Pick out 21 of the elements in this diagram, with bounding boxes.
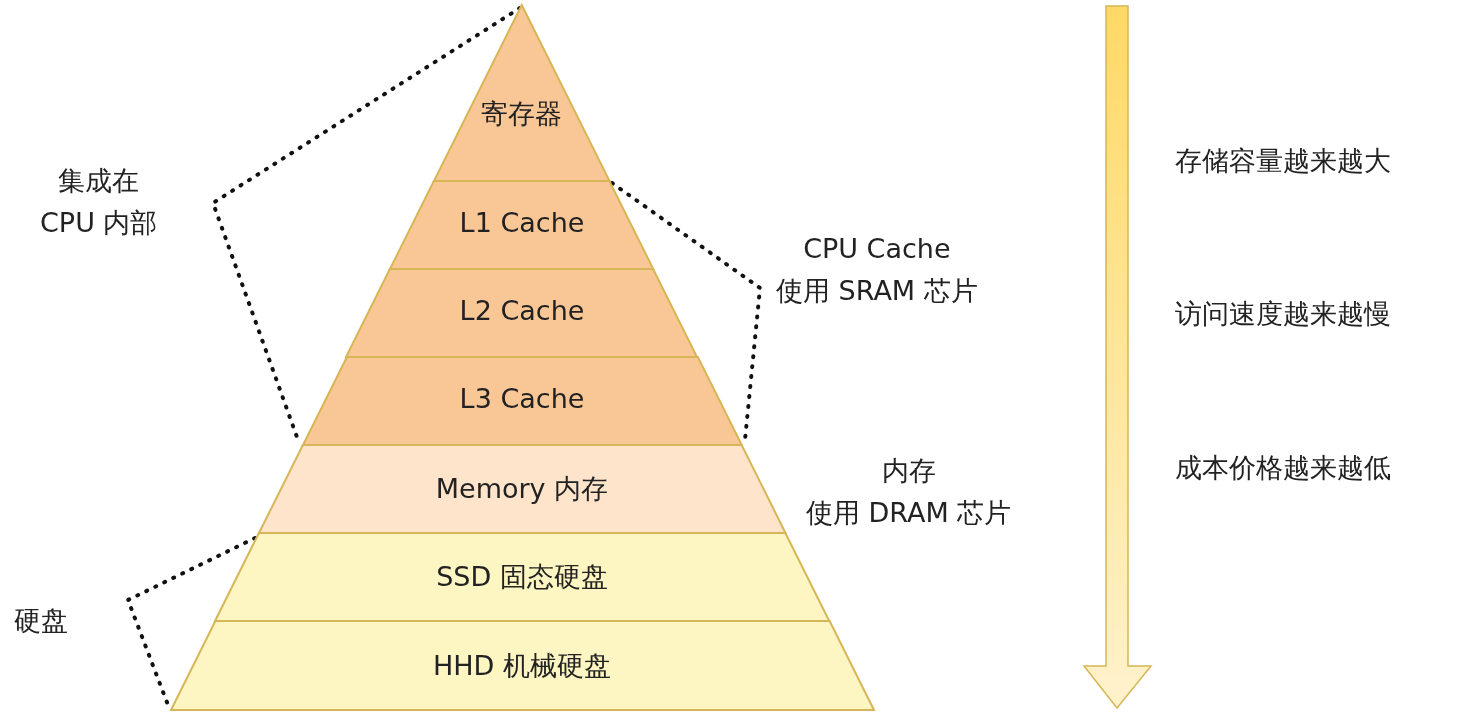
note-text: 内存使用 DRAM 芯片 — [806, 454, 1012, 530]
pyramid-layer — [170, 621, 874, 710]
note-text: 成本价格越来越低 — [1175, 451, 1391, 485]
note-text: 访问速度越来越慢 — [1175, 297, 1391, 331]
pyramid-layer — [390, 181, 654, 269]
layer-label: 寄存器 — [480, 97, 564, 132]
pyramid-layer — [258, 445, 786, 533]
note-text: 存储容量越来越大 — [1175, 144, 1391, 178]
note-text: 集成在 CPU 内部 — [40, 164, 158, 240]
layer-label: HHD 机械硬盘 — [432, 648, 612, 683]
pyramid-layer — [302, 357, 742, 445]
layer-label: L1 Cache — [458, 207, 586, 238]
layer-label: Memory 内存 — [434, 472, 610, 506]
layer-label: SSD 固态硬盘 — [435, 560, 609, 594]
note-text: 硬盘 — [14, 604, 68, 638]
pyramid-layer — [346, 269, 698, 357]
layer-label: L3 Cache — [458, 383, 586, 414]
pyramid-layer — [214, 533, 830, 621]
pyramid-layer — [434, 5, 610, 181]
note-text: CPU Cache 使用 SRAM 芯片 — [776, 232, 978, 308]
layer-label: L2 Cache — [458, 295, 586, 326]
